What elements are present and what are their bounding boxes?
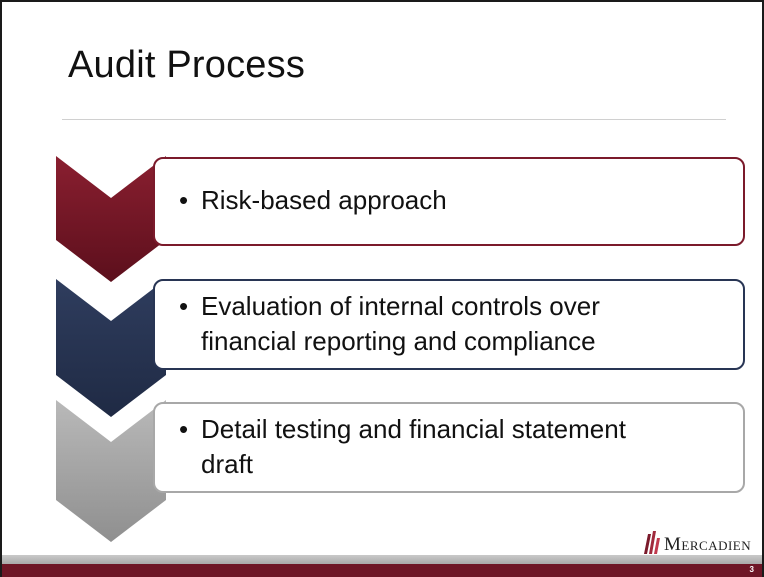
step-3-text-line-1: Detail testing and financial statement — [201, 414, 626, 444]
step-1-chevron — [56, 156, 166, 282]
step-2-chevron — [56, 279, 166, 417]
page-number: 3 — [749, 565, 754, 574]
step-2-box: • Evaluation of internal controls over f… — [153, 279, 745, 370]
step-3-text-line-2: draft — [201, 449, 254, 479]
step-3-box: • Detail testing and financial statement… — [153, 402, 745, 493]
step-1-box: • Risk-based approach — [153, 157, 745, 246]
bullet: • — [179, 291, 189, 321]
step-2-text-line-2: financial reporting and compliance — [201, 326, 596, 356]
bullet: • — [179, 414, 189, 444]
step-1-text-line-1: Risk-based approach — [201, 185, 447, 215]
title-divider — [62, 119, 726, 120]
footer-gray-band — [2, 555, 762, 564]
step-1-line-1: • Risk-based approach — [179, 183, 725, 218]
step-3-chevron — [56, 400, 166, 542]
logo-mark-icon — [644, 531, 660, 554]
logo-wordmark: MERCADIEN — [664, 534, 752, 554]
bullet: • — [179, 185, 189, 215]
step-2-text-line-1: Evaluation of internal controls over — [201, 291, 600, 321]
step-2-line-2: financial reporting and compliance — [179, 324, 725, 359]
footer-red-band: 3 — [2, 564, 762, 577]
step-2-line-1: • Evaluation of internal controls over — [179, 289, 725, 324]
step-3-line-2: draft — [179, 447, 725, 482]
mercadien-logo: MERCADIEN — [642, 528, 762, 554]
step-3-line-1: • Detail testing and financial statement — [179, 412, 725, 447]
slide-title: Audit Process — [68, 44, 306, 86]
